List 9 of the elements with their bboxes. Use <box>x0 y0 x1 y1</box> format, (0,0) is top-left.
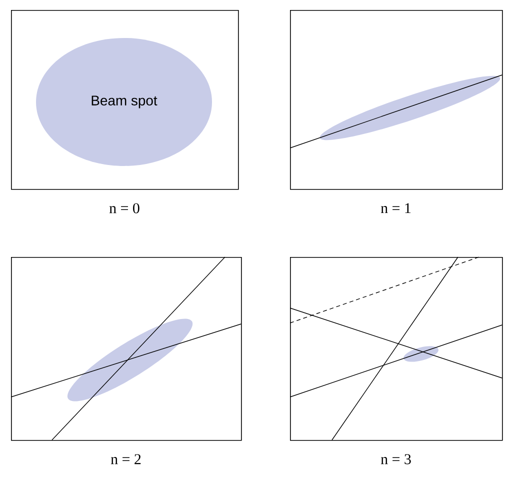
panel-caption: n = 2 <box>110 454 141 464</box>
plot-frame <box>11 257 242 441</box>
panel-caption: n = 0 <box>109 203 140 214</box>
panel-caption: n = 1 <box>380 203 411 214</box>
panel-caption: n = 3 <box>380 454 411 464</box>
plot-frame <box>11 10 239 190</box>
plot-frame <box>290 10 503 190</box>
plot-frame <box>290 257 503 441</box>
beam-spot: Beam spot <box>36 38 212 166</box>
